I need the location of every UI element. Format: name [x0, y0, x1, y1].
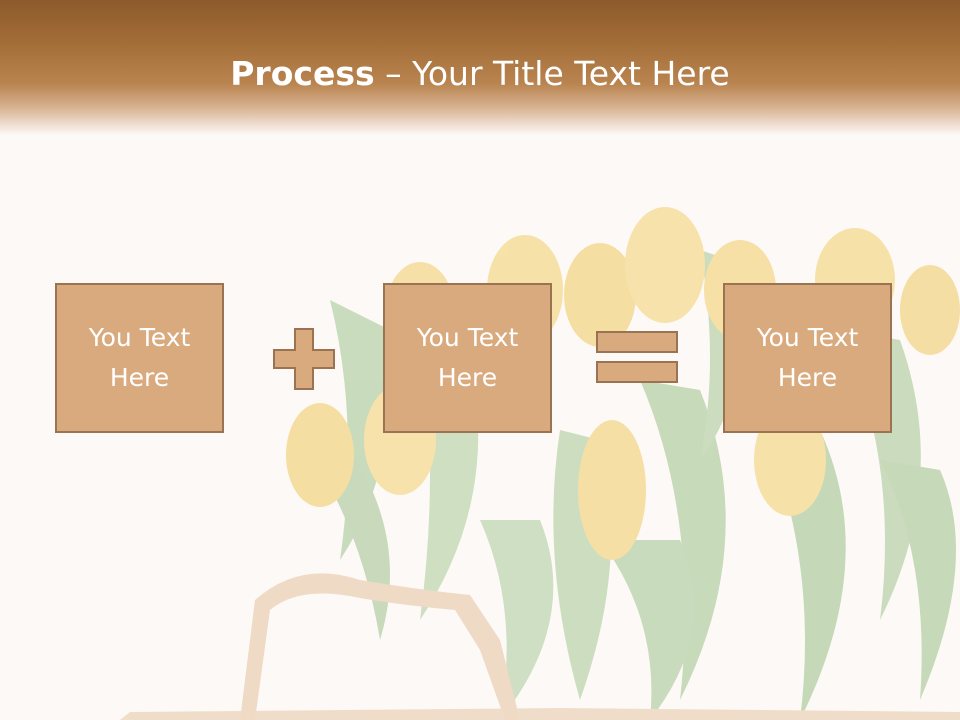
- process-box-1-label: You Text Here: [88, 323, 191, 392]
- process-box-3-label: You Text Here: [756, 323, 859, 392]
- process-box-2-label: You Text Here: [416, 323, 519, 392]
- header-band: [0, 0, 960, 135]
- process-box-3[interactable]: You Text Here: [723, 283, 892, 433]
- process-box-2[interactable]: You Text Here: [383, 283, 552, 433]
- slide-title: Process – Your Title Text Here: [0, 52, 960, 96]
- title-strong: Process: [230, 54, 375, 93]
- process-box-1[interactable]: You Text Here: [55, 283, 224, 433]
- title-rest: – Your Title Text Here: [374, 54, 730, 93]
- equals-icon: [596, 331, 678, 383]
- plus-icon: [273, 328, 335, 390]
